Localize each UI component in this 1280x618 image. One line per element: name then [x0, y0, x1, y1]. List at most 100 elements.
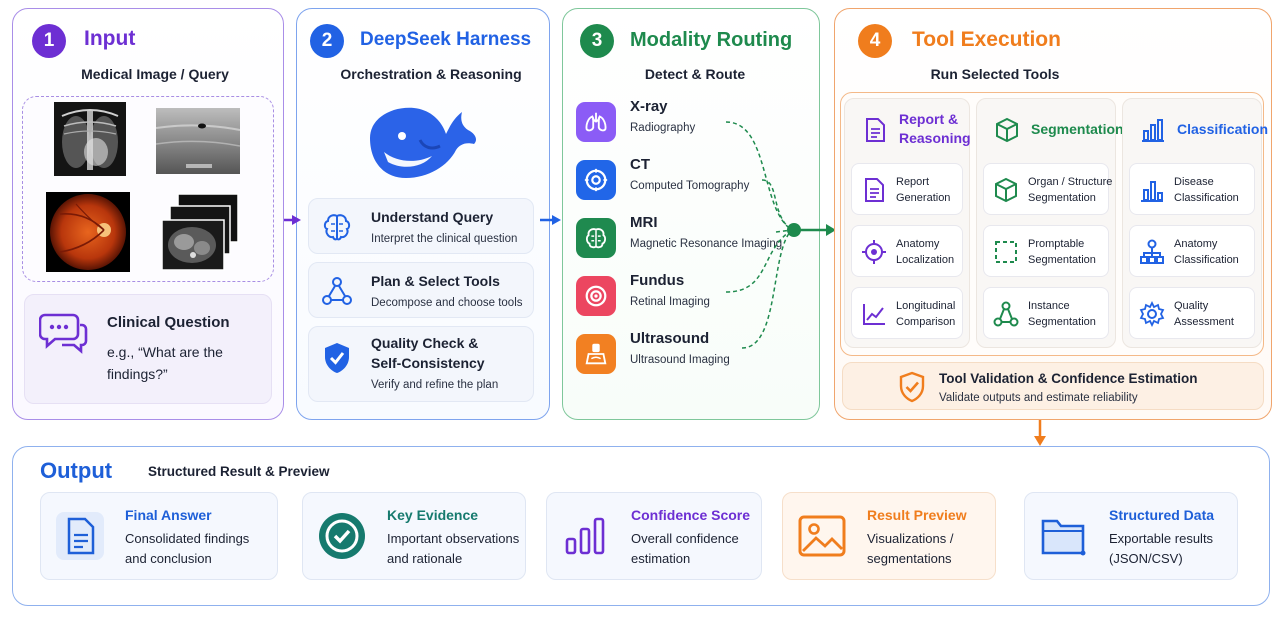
shield-check-icon: [321, 341, 353, 375]
card-desc: Verify and refine the plan: [371, 379, 499, 391]
tool-label: Anatomy Localization: [896, 238, 955, 266]
modality-name: Fundus: [630, 272, 685, 289]
crosshair-icon: [860, 238, 888, 266]
step-number-badge: 1: [32, 24, 66, 58]
tool-disease-classification[interactable]: Disease Classification: [1129, 163, 1255, 215]
tool-anatomy-localization[interactable]: Anatomy Localization: [851, 225, 963, 277]
trend-chart-icon: [860, 300, 888, 328]
clinical-question-text: e.g., “What are the findings?”: [107, 344, 223, 382]
output-card-desc: Overall confidence estimation: [631, 531, 739, 566]
tool-label: Longitudinal Comparison: [896, 300, 956, 328]
ct-slices-image: [162, 192, 242, 272]
understand-query-card: Understand Query Interpret the clinical …: [308, 198, 534, 254]
cube-outline-icon: [992, 176, 1020, 204]
tool-label: Instance Segmentation: [1028, 300, 1096, 328]
output-result-preview[interactable]: Result Preview Visualizations / segmenta…: [782, 492, 996, 580]
hierarchy-icon: [1138, 238, 1166, 266]
nodes-icon: [992, 300, 1020, 328]
brain-icon: [321, 211, 353, 243]
tool-quality-assessment[interactable]: Quality Assessment: [1129, 287, 1255, 339]
card-title: Quality Check & Self-Consistency: [371, 335, 485, 371]
output-subtitle: Structured Result & Preview: [148, 464, 330, 479]
output-confidence-score[interactable]: Confidence Score Overall confidence esti…: [546, 492, 762, 580]
tool-report-generation[interactable]: Report Generation: [851, 163, 963, 215]
output-card-title: Structured Data: [1109, 507, 1215, 523]
tool-anatomy-classification[interactable]: Anatomy Classification: [1129, 225, 1255, 277]
tool-column-title: Report & Reasoning: [899, 111, 971, 146]
output-card-title: Key Evidence: [387, 507, 479, 523]
document-icon: [55, 511, 105, 561]
modality-fundus[interactable]: Fundus Retinal Imaging: [576, 272, 776, 322]
tool-column-report: Report & Reasoning Report Generation Ana…: [844, 98, 971, 348]
tool-organ-segmentation[interactable]: Organ / Structure Segmentation: [983, 163, 1112, 215]
step-subtitle: Run Selected Tools: [930, 66, 1060, 82]
folder-icon: [1039, 511, 1089, 561]
modality-ultrasound[interactable]: Ultrasound Ultrasound Imaging: [576, 330, 776, 380]
clinical-question-card: Clinical Question e.g., “What are the fi…: [24, 294, 272, 404]
output-card-desc: Consolidated findings and conclusion: [125, 531, 250, 566]
network-icon: [321, 275, 353, 307]
gear-icon: [1138, 300, 1166, 328]
image-icon: [797, 511, 847, 561]
report-icon: [860, 176, 888, 204]
quality-check-card: Quality Check & Self-Consistency Verify …: [308, 326, 534, 402]
modality-ct[interactable]: CT Computed Tomography: [576, 156, 776, 206]
output-card-desc: Important observations and rationale: [387, 531, 520, 566]
output-card-title: Final Answer: [125, 507, 212, 523]
tool-promptable-segmentation[interactable]: Promptable Segmentation: [983, 225, 1109, 277]
tool-label: Anatomy Classification: [1174, 238, 1239, 266]
clinical-question-title: Clinical Question: [107, 314, 230, 331]
card-title: Understand Query: [371, 209, 494, 225]
output-title: Output: [40, 458, 113, 483]
ultrasound-image: [156, 108, 240, 174]
step-title: Input: [84, 27, 136, 50]
document-icon: [861, 116, 889, 144]
step-title: Modality Routing: [630, 29, 793, 51]
step-number-badge: 3: [580, 24, 614, 58]
bar-chart-icon: [561, 511, 611, 561]
tool-label: Organ / Structure Segmentation: [1028, 176, 1113, 204]
step-number-badge: 4: [858, 24, 892, 58]
modality-desc: Computed Tomography: [630, 180, 750, 192]
bar-chart-small-icon: [1138, 176, 1166, 204]
modality-desc: Ultrasound Imaging: [630, 354, 730, 366]
tool-column-header: Report & Reasoning: [851, 107, 971, 151]
whale-logo: [362, 100, 482, 184]
tool-longitudinal-comparison[interactable]: Longitudinal Comparison: [851, 287, 963, 339]
output-structured-data[interactable]: Structured Data Exportable results (JSON…: [1024, 492, 1238, 580]
chat-bubbles-icon: [39, 311, 89, 355]
step-title: DeepSeek Harness: [360, 29, 532, 50]
ultrasound-probe-icon: [576, 334, 616, 374]
ct-scanner-icon: [576, 160, 616, 200]
output-card-title: Confidence Score: [631, 507, 751, 523]
tool-validation-card: Tool Validation & Confidence Estimation …: [842, 362, 1264, 410]
modality-name: Ultrasound: [630, 330, 710, 347]
output-final-answer[interactable]: Final Answer Consolidated findings and c…: [40, 492, 278, 580]
bar-chart-icon: [1139, 116, 1167, 144]
modality-mri[interactable]: MRI Magnetic Resonance Imaging: [576, 214, 786, 264]
step-title: Tool Execution: [912, 28, 1061, 51]
output-key-evidence[interactable]: Key Evidence Important observations and …: [302, 492, 526, 580]
tool-column-classification: Classification Disease Classification An…: [1122, 98, 1268, 348]
tool-column-header: Segmentation: [983, 107, 1124, 151]
tool-column-title: Segmentation: [1031, 121, 1124, 137]
brain-scan-icon: [576, 218, 616, 258]
modality-name: X-ray: [630, 98, 668, 115]
tool-column-title: Classification: [1177, 121, 1269, 137]
tool-instance-segmentation[interactable]: Instance Segmentation: [983, 287, 1109, 339]
cube-icon: [993, 116, 1021, 144]
dashed-box-icon: [992, 238, 1020, 266]
step-number-badge: 2: [310, 24, 344, 58]
step-subtitle: Orchestration & Reasoning: [340, 66, 522, 82]
tool-label: Report Generation: [896, 176, 951, 204]
tool-label: Promptable Segmentation: [1028, 238, 1096, 266]
modality-xray[interactable]: X-ray Radiography: [576, 98, 776, 148]
modality-desc: Radiography: [630, 122, 696, 134]
modality-desc: Magnetic Resonance Imaging: [630, 238, 783, 250]
eye-icon: [576, 276, 616, 316]
validation-desc: Validate outputs and estimate reliabilit…: [939, 392, 1138, 404]
card-desc: Decompose and choose tools: [371, 297, 523, 309]
fundus-image: [46, 192, 130, 272]
validation-title: Tool Validation & Confidence Estimation: [939, 371, 1198, 386]
output-card-title: Result Preview: [867, 507, 967, 523]
